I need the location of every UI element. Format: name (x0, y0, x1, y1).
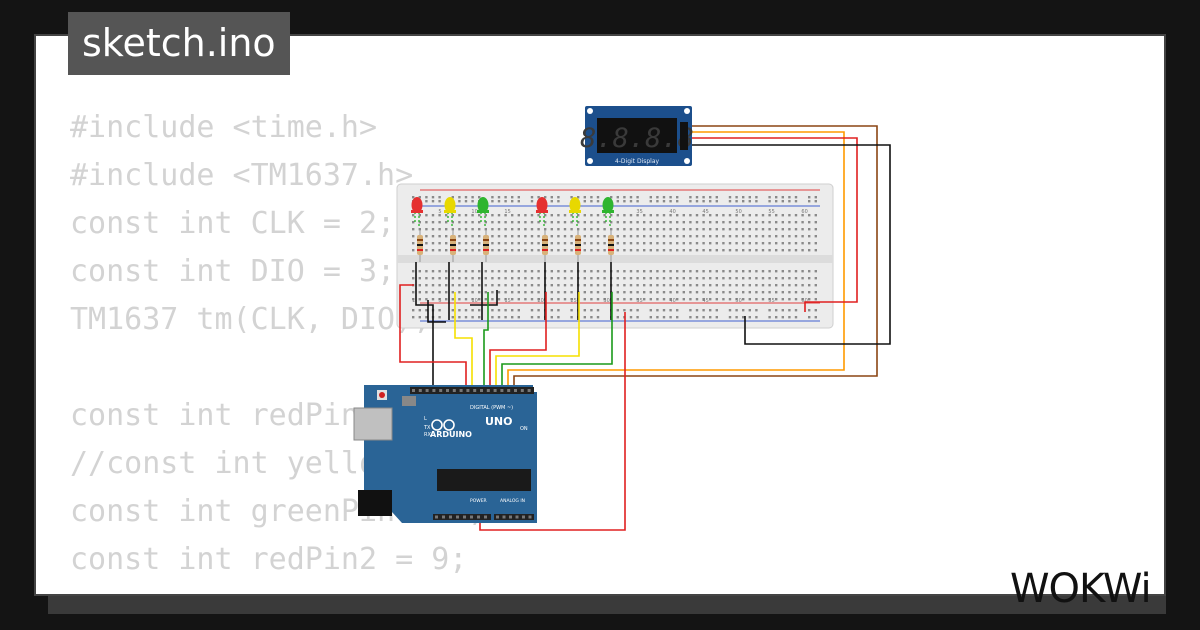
code-listing: #include <time.h> #include <TM1637.h> cons… (70, 104, 558, 594)
power-header (433, 514, 491, 520)
code-line: const int DIO = 3; (70, 254, 396, 289)
code-line: const int CLK = 2; (70, 206, 396, 241)
wire-green-led6 (501, 292, 613, 392)
digital-header (410, 387, 534, 394)
display-caption: 4-Digit Display (615, 158, 660, 165)
leds (411, 197, 614, 228)
wire-green-led3 (483, 292, 489, 392)
bb-col-number: 60 (801, 209, 807, 215)
code-line: const int redPin2 = 9; (70, 542, 468, 577)
code-line: #include <TM1637.h> (70, 158, 414, 193)
bb-col-number: 5 (438, 209, 441, 215)
wire-yellow-led2 (454, 292, 473, 392)
bb-col-number: 40 (669, 209, 675, 215)
bb-col-number: 35 (636, 298, 642, 304)
power-label: POWER (470, 498, 487, 504)
bb-col-number: 40 (669, 298, 675, 304)
wokwi-logo: WOKWi (1010, 566, 1152, 612)
card-shadow (48, 594, 1166, 614)
led-green[interactable] (602, 197, 614, 213)
wire-black-1 (415, 262, 434, 385)
header-pins (412, 389, 532, 519)
tx-label: TX (423, 425, 431, 431)
bb-col-number: 5 (438, 298, 441, 304)
code-line: #include <time.h> (70, 110, 378, 145)
code-line: //const int yellowPin2 = 8; (70, 584, 558, 594)
resistors (417, 230, 614, 262)
arduino-uno[interactable]: DIGITAL (PWM ~) ARDUINO UNO POWER ANALOG… (353, 385, 537, 523)
l-label: L (424, 416, 427, 422)
wire-brown-clk (513, 125, 878, 392)
usb-connector (353, 407, 393, 441)
analog-header (494, 514, 534, 520)
wokwi-logo-text: WOKWi (1010, 566, 1151, 612)
led-yellow[interactable] (444, 197, 456, 213)
bb-col-number: 25 (570, 298, 576, 304)
led-red[interactable] (536, 197, 548, 213)
bb-col-number: 50 (735, 209, 741, 215)
bb-col-number: 10 (471, 209, 477, 215)
bb-col-number: 45 (702, 209, 708, 215)
wire-red-vcc (688, 137, 858, 312)
bb-col-number: 60 (801, 298, 807, 304)
bb-col-number: 55 (768, 298, 774, 304)
bb-col-number: 30 (603, 298, 609, 304)
four-digit-display[interactable]: 8.8.8.8 4-Digit Display (580, 106, 694, 166)
led-green[interactable] (477, 197, 489, 213)
file-tab-title[interactable]: sketch.ino (68, 12, 290, 75)
wire-black-7 (427, 300, 446, 323)
analog-label: ANALOG IN (500, 498, 525, 504)
wire-red-led1 (399, 284, 467, 392)
code-line: const int redPin = 13; (70, 398, 468, 433)
rx-label: RX (424, 432, 431, 438)
bb-col-number: 45 (702, 298, 708, 304)
arduino-model: UNO (485, 415, 513, 428)
bb-col-number: 35 (636, 209, 642, 215)
bb-col-number: 15 (504, 209, 510, 215)
display-digits: 8.8.8.8 (580, 123, 694, 154)
bb-col-number: 1 (412, 298, 415, 304)
atmega-chip (437, 469, 531, 491)
bb-col-number: 50 (735, 298, 741, 304)
power-jack (358, 490, 392, 516)
on-label: ON (520, 426, 528, 432)
wire-orange-dio (507, 131, 845, 392)
wire-black-gnd (688, 144, 891, 345)
arduino-brand: ARDUINO (430, 430, 472, 439)
wire-red-led4 (489, 292, 547, 392)
bb-col-number: 20 (537, 298, 543, 304)
wire-black-8 (470, 290, 498, 306)
bb-col-number: 10 (471, 298, 477, 304)
digital-label: DIGITAL (PWM ~) (470, 405, 513, 411)
led-red[interactable] (411, 197, 423, 213)
bb-col-number: 55 (768, 209, 774, 215)
bb-col-number: 15 (504, 298, 510, 304)
led-yellow[interactable] (569, 197, 581, 213)
wire-yellow-led5 (495, 292, 580, 392)
arduino-logo-icon (431, 419, 455, 431)
